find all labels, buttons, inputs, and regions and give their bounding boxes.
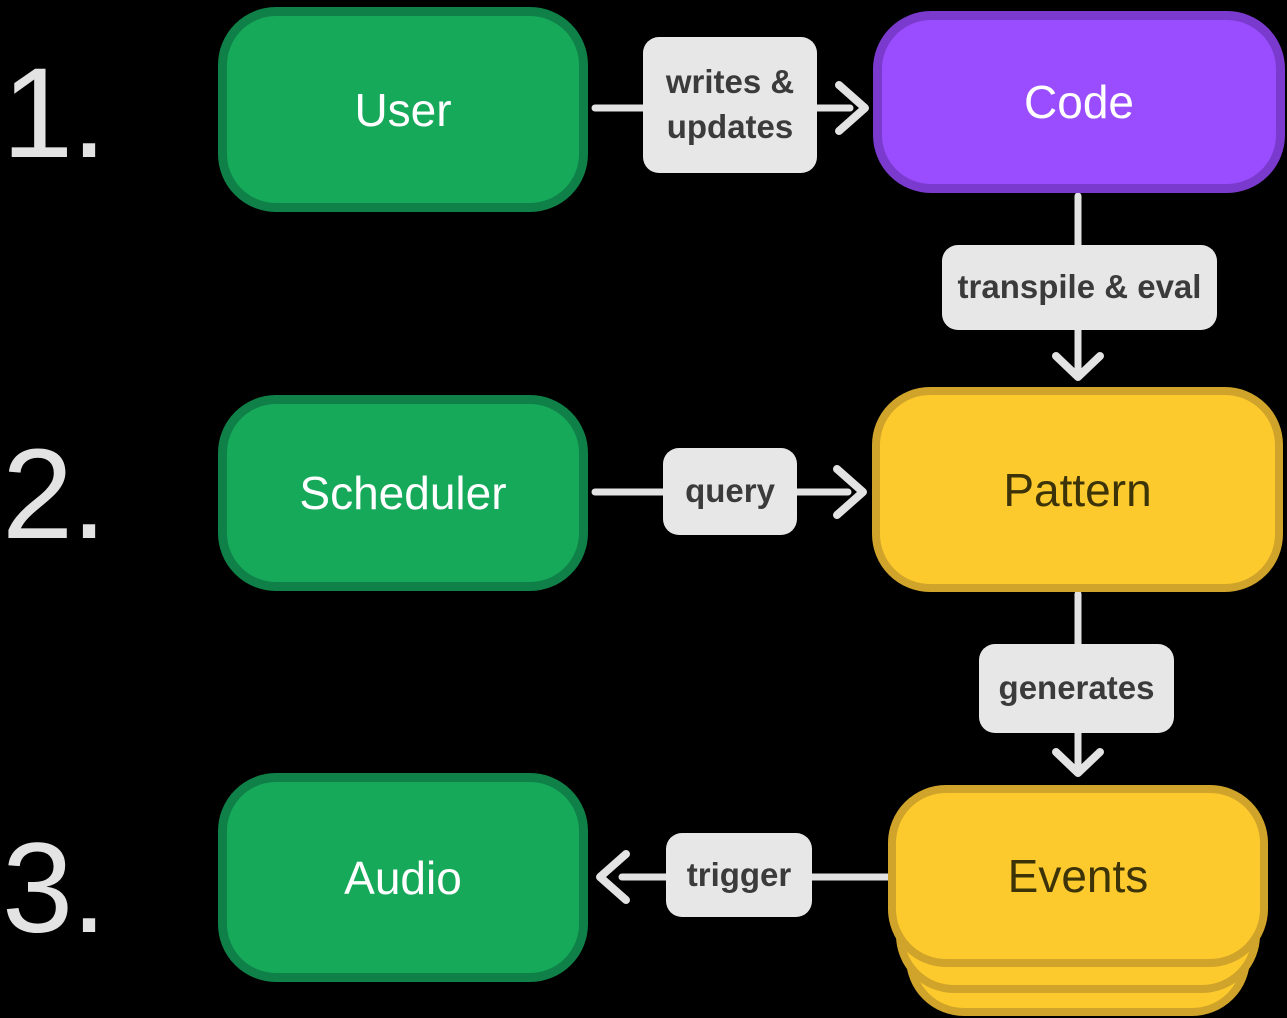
node-scheduler: Scheduler (218, 395, 588, 591)
node-audio: Audio (218, 773, 588, 982)
node-code-label: Code (1024, 76, 1134, 128)
node-pattern-label: Pattern (1003, 463, 1152, 516)
edge-label-writes-updates-line1: writes & (665, 63, 795, 101)
node-user-label: User (354, 83, 452, 136)
edge-label-writes-updates: writes & updates (643, 37, 817, 173)
edge-label-query: query (663, 448, 797, 535)
edge-label-transpile-eval-text: transpile & eval (957, 268, 1202, 306)
arrowhead-down-icon (1052, 748, 1104, 777)
node-user: User (218, 7, 588, 212)
node-code: Code (873, 11, 1285, 193)
node-pattern: Pattern (872, 387, 1283, 592)
edge-label-generates: generates (979, 644, 1174, 733)
edge-label-writes-updates-line2: updates (666, 108, 794, 145)
edge-label-transpile-eval: transpile & eval (942, 245, 1217, 330)
node-scheduler-label: Scheduler (299, 467, 507, 519)
arrowhead-left-icon (596, 850, 630, 904)
step-number-1: 1. (2, 42, 107, 185)
node-events: Events (888, 785, 1268, 967)
node-audio-label: Audio (344, 851, 462, 904)
edge-label-query-text: query (685, 472, 775, 510)
step-number-2: 2. (2, 423, 107, 566)
edge-label-trigger-text: trigger (686, 855, 792, 893)
arrowhead-down-icon (1052, 352, 1104, 381)
step-number-3: 3. (2, 817, 107, 960)
edge-label-trigger: trigger (666, 833, 812, 917)
arrowhead-right-icon (833, 465, 867, 519)
arrowhead-right-icon (835, 81, 869, 135)
edge-label-generates-text: generates (998, 669, 1155, 707)
node-events-label: Events (1007, 850, 1149, 902)
